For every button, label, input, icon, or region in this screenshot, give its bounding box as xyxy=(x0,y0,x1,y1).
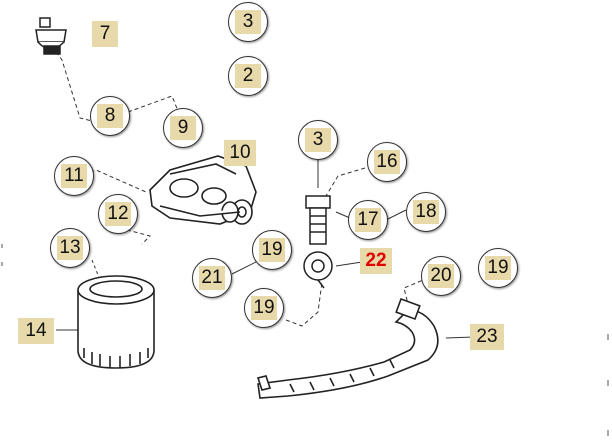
callout-17: 17 xyxy=(348,200,388,240)
callout-8: 8 xyxy=(90,96,130,136)
callout-2: 2 xyxy=(228,56,268,96)
callout-3-top: 3 xyxy=(228,2,268,42)
label-10: 10 xyxy=(224,140,256,166)
adapter-fitting xyxy=(303,195,333,289)
edge-marks xyxy=(1,244,609,436)
callout-20: 20 xyxy=(421,256,461,296)
callout-19-left: 19 xyxy=(252,230,292,270)
callout-19-bottom: 19 xyxy=(244,288,284,328)
label-23: 23 xyxy=(470,324,504,350)
label-7: 7 xyxy=(92,21,118,47)
filter-head xyxy=(149,155,257,225)
callout-19-right: 19 xyxy=(478,248,518,288)
callout-18: 18 xyxy=(406,192,446,232)
callout-9: 9 xyxy=(163,108,203,148)
callout-3-mid: 3 xyxy=(298,120,338,160)
pressure-sender xyxy=(35,17,67,55)
label-22-highlight: 22 xyxy=(360,248,392,274)
oil-filter xyxy=(77,275,155,369)
callout-21: 21 xyxy=(192,258,232,298)
callout-13: 13 xyxy=(50,228,90,268)
label-14: 14 xyxy=(18,318,54,344)
oil-hose xyxy=(256,297,439,399)
callout-12: 12 xyxy=(98,194,138,234)
callout-11: 11 xyxy=(54,156,94,196)
callout-16: 16 xyxy=(367,142,407,182)
